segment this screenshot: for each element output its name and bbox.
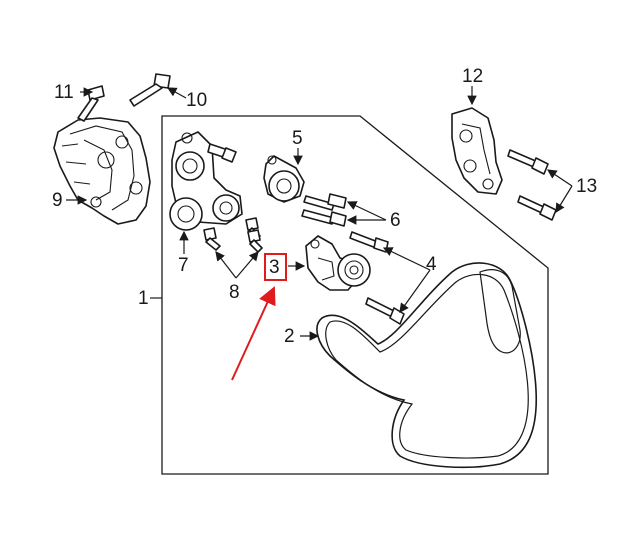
- bolt-13-lower: [517, 195, 557, 221]
- highlight-box: [264, 253, 287, 281]
- tensioner-bolt: [207, 143, 237, 163]
- callout-9: 9: [52, 190, 63, 211]
- callout-6: 6: [390, 210, 401, 231]
- bolt-8-c: [247, 229, 263, 253]
- leader-8b: [235, 251, 259, 279]
- callout-12: 12: [462, 66, 483, 87]
- idler-pulley-5: [263, 155, 305, 203]
- bolt-4-lower: [365, 297, 405, 325]
- mounting-bracket-left: [53, 117, 151, 225]
- leader-4a: [382, 247, 431, 271]
- leader-4b: [399, 269, 431, 313]
- callout-4: 4: [426, 254, 437, 275]
- bolt-11: [77, 85, 105, 122]
- callout-7: 7: [178, 255, 189, 276]
- leader-13b: [555, 185, 573, 214]
- bolt-13-upper: [507, 149, 549, 175]
- tensioner-assembly: [169, 131, 243, 231]
- callout-5: 5: [292, 128, 303, 149]
- leader-6a: [346, 201, 387, 221]
- leader-10: [166, 87, 187, 99]
- callout-3: 3: [269, 257, 280, 278]
- callout-11: 11: [54, 82, 74, 103]
- mounting-bracket-right: [451, 107, 503, 195]
- bolt-6-lower: [301, 209, 347, 227]
- bolt-4-upper: [349, 231, 389, 253]
- serpentine-belt: [316, 262, 538, 469]
- callout-2: 2: [284, 326, 295, 347]
- leader-13a: [547, 169, 573, 187]
- bolt-10: [129, 73, 171, 107]
- callout-10: 10: [186, 90, 207, 111]
- callout-13: 13: [576, 176, 597, 197]
- belt-tensioner-3: [305, 235, 371, 291]
- leader-8a: [215, 251, 237, 279]
- callout-8: 8: [229, 282, 240, 303]
- bolt-6-upper: [303, 193, 347, 211]
- callout-1: 1: [138, 288, 149, 309]
- bolt-8-a: [203, 227, 221, 251]
- assembly-boundary: [161, 115, 549, 475]
- highlight-arrow: [231, 286, 276, 381]
